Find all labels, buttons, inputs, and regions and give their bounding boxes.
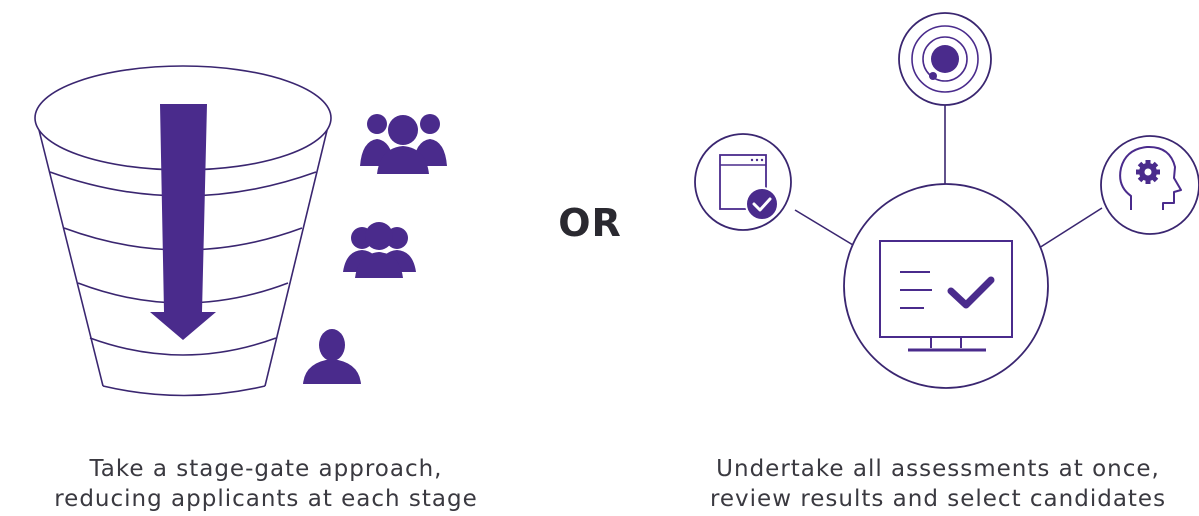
diagram-illustration — [34, 12, 1199, 397]
stage-gate-caption: Take a stage-gate approach, reducing app… — [6, 454, 526, 514]
head-gear-icon — [1100, 135, 1199, 235]
people-group-medium-icon — [343, 222, 416, 278]
all-at-once-caption-line-1: Undertake all assessments at once, — [716, 456, 1160, 482]
stage-gate-caption-line-1: Take a stage-gate approach, — [89, 456, 443, 482]
people-group-large-icon — [360, 114, 447, 174]
target-icon — [898, 12, 992, 106]
browser-check-icon — [694, 133, 792, 231]
assessment-connectors — [794, 105, 1103, 249]
all-at-once-caption: Undertake all assessments at once, revie… — [678, 454, 1198, 514]
stage-gate-caption-line-2: reducing applicants at each stage — [54, 486, 478, 512]
all-at-once-caption-line-2: review results and select candidates — [709, 486, 1167, 512]
person-icon — [303, 329, 361, 384]
monitor-checklist-icon — [843, 183, 1049, 389]
down-arrow-icon — [150, 104, 216, 340]
or-divider-label: OR — [558, 201, 622, 245]
